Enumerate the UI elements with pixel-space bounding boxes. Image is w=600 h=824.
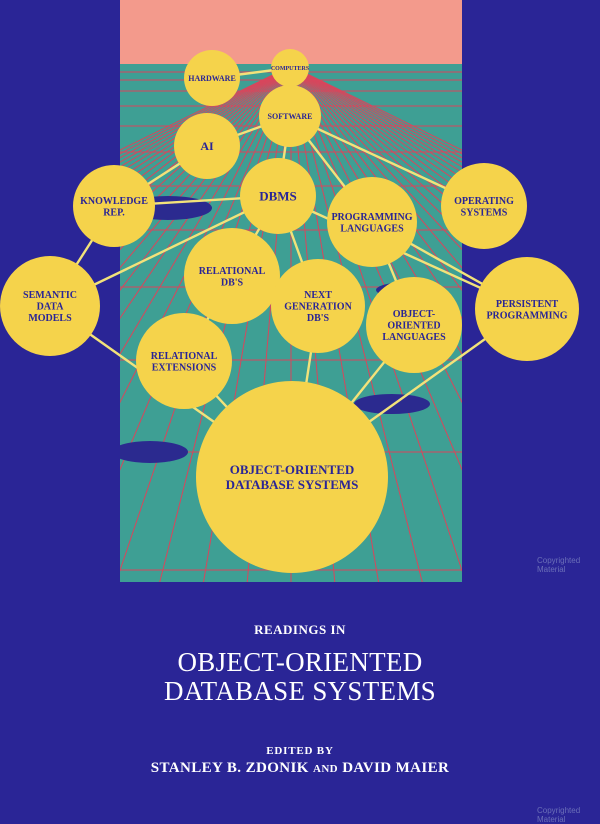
watermark-bottom: Copyrighted Material <box>537 806 581 824</box>
node-label: SYSTEMS <box>461 207 508 218</box>
node-label: GENERATION <box>284 302 352 313</box>
node-label: RELATIONAL <box>199 266 266 277</box>
node-circle <box>240 158 316 234</box>
node-label: LANGUAGES <box>382 332 446 343</box>
editor-name-1: STANLEY B. ZDONIK <box>150 760 309 776</box>
node-label: DB'S <box>221 277 244 288</box>
node-circle <box>196 381 388 573</box>
node-label: SEMANTIC <box>23 290 77 301</box>
node-label: PERSISTENT <box>496 299 559 310</box>
node-circle <box>0 256 100 356</box>
node-label: LANGUAGES <box>340 223 404 234</box>
series-label: READINGS IN <box>254 622 346 637</box>
node-dbms: DBMS <box>240 158 316 234</box>
concept-nodes: HARDWARE COMPUTERS SOFTWARE AI KNOWLEDGEREP.… <box>0 49 579 573</box>
node-label: OBJECT- <box>393 309 435 320</box>
node-circle <box>136 313 232 409</box>
node-label: DB'S <box>307 313 330 324</box>
node-label: MODELS <box>28 313 72 324</box>
node-circle <box>184 228 280 324</box>
node-label: REP. <box>103 207 125 218</box>
node-label: RELATIONAL <box>151 351 218 362</box>
node-circle <box>475 257 579 361</box>
watermark-top: Copyrighted Material <box>537 556 581 574</box>
node-circle <box>184 50 240 106</box>
node-label: NEXT <box>304 290 332 301</box>
node-label: KNOWLEDGE <box>80 196 148 207</box>
editors-conjunction: AND <box>312 763 339 775</box>
node-label: ORIENTED <box>387 321 440 332</box>
edited-by-label: EDITED BY <box>266 745 334 757</box>
node-label: PROGRAMMING <box>486 310 567 321</box>
node-software: SOFTWARE <box>259 85 321 147</box>
node-circle <box>327 177 417 267</box>
node-label: HARDWARE <box>188 74 236 83</box>
node-label: EXTENSIONS <box>152 362 217 373</box>
node-ai: AI <box>174 113 240 179</box>
node-circle <box>174 113 240 179</box>
plane-hole <box>354 394 430 414</box>
book-title-line-2: DATABASE SYSTEMS <box>164 676 436 706</box>
node-circle <box>271 49 309 87</box>
node-label: AI <box>200 139 214 153</box>
node-label: OPERATING <box>454 196 514 207</box>
book-title-line-1: OBJECT-ORIENTED <box>177 647 423 677</box>
node-label: DBMS <box>259 189 297 204</box>
node-label: OBJECT-ORIENTED <box>230 462 355 477</box>
node-hardware: HARDWARE <box>184 50 240 106</box>
node-label: COMPUTERS <box>271 66 310 72</box>
node-computers: COMPUTERS <box>271 49 310 87</box>
plane-hole <box>120 441 188 463</box>
node-circle <box>441 163 527 249</box>
node-circle <box>73 165 155 247</box>
editor-name-2: DAVID MAIER <box>342 760 450 776</box>
node-label: PROGRAMMING <box>331 212 412 223</box>
editors-line: STANLEY B. ZDONIK AND DAVID MAIER <box>0 760 600 777</box>
book-title: OBJECT-ORIENTED DATABASE SYSTEMS <box>0 648 600 706</box>
node-circle <box>259 85 321 147</box>
node-label: SOFTWARE <box>268 112 313 121</box>
node-label: DATA <box>37 302 65 313</box>
node-circle <box>271 259 365 353</box>
node-label: DATABASE SYSTEMS <box>226 477 359 492</box>
node-circle <box>366 277 462 373</box>
